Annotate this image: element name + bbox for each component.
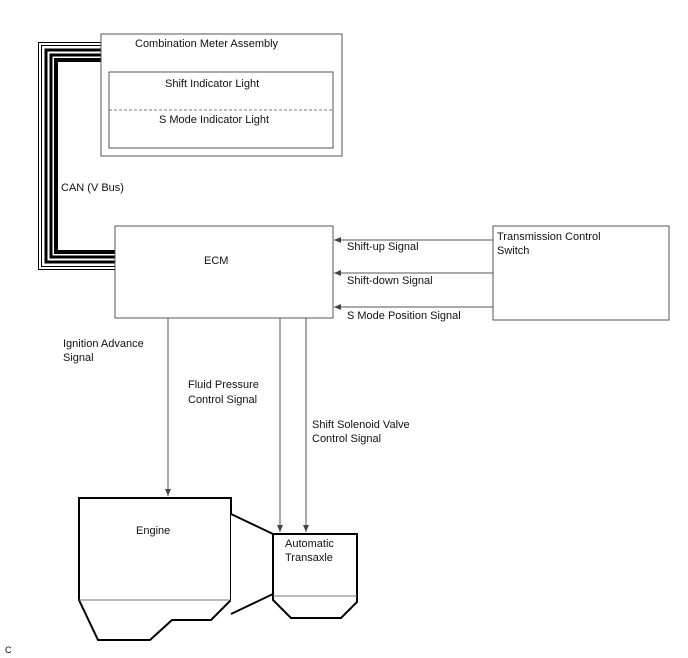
s-mode-indicator-light-label: S Mode Indicator Light: [159, 114, 269, 126]
ignition-advance-signal-line: Ignition Advance Signal: [63, 318, 171, 496]
shift-up-signal-label: Shift-up Signal: [347, 241, 419, 253]
fluid-pressure-label-line2: Control Signal: [188, 394, 257, 406]
transmission-switch-label-line2: Switch: [497, 245, 529, 257]
bell-housing: [230, 513, 274, 615]
transmission-switch-label-line1: Transmission Control: [497, 231, 601, 243]
automatic-transaxle-shape: Automatic Transaxle: [272, 533, 358, 619]
shift-indicator-light-label: Shift Indicator Light: [165, 78, 259, 90]
combination-meter-title: Combination Meter Assembly: [135, 38, 279, 50]
corner-mark: C: [5, 645, 12, 655]
ignition-advance-label-line2: Signal: [63, 352, 94, 364]
shift-down-signal-line: Shift-down Signal: [334, 270, 493, 287]
shift-solenoid-signal-line: Shift Solenoid Valve Control Signal: [303, 318, 410, 532]
transaxle-label-line1: Automatic: [285, 538, 334, 550]
shift-solenoid-label-line1: Shift Solenoid Valve: [312, 419, 410, 431]
transaxle-label-line2: Transaxle: [285, 552, 333, 564]
combination-meter-assembly: Combination Meter Assembly Shift Indicat…: [100, 33, 343, 157]
s-mode-position-signal-label: S Mode Position Signal: [347, 310, 461, 322]
shift-down-signal-label: Shift-down Signal: [347, 275, 433, 287]
ecm-label: ECM: [204, 255, 228, 267]
fluid-pressure-label-line1: Fluid Pressure: [188, 379, 259, 391]
engine-label: Engine: [136, 525, 170, 537]
ecm-box: ECM: [114, 225, 334, 319]
fluid-pressure-signal-line: Fluid Pressure Control Signal: [188, 318, 283, 532]
engine-shape: Engine: [78, 497, 232, 641]
can-bus-cable: [38, 42, 116, 270]
shift-up-signal-line: Shift-up Signal: [334, 237, 493, 253]
can-bus-label: CAN (V Bus): [61, 182, 124, 194]
s-mode-position-signal-line: S Mode Position Signal: [334, 304, 493, 322]
ignition-advance-label-line1: Ignition Advance: [63, 338, 144, 350]
transmission-control-switch: Transmission Control Switch: [492, 225, 670, 321]
shift-solenoid-label-line2: Control Signal: [312, 433, 381, 445]
